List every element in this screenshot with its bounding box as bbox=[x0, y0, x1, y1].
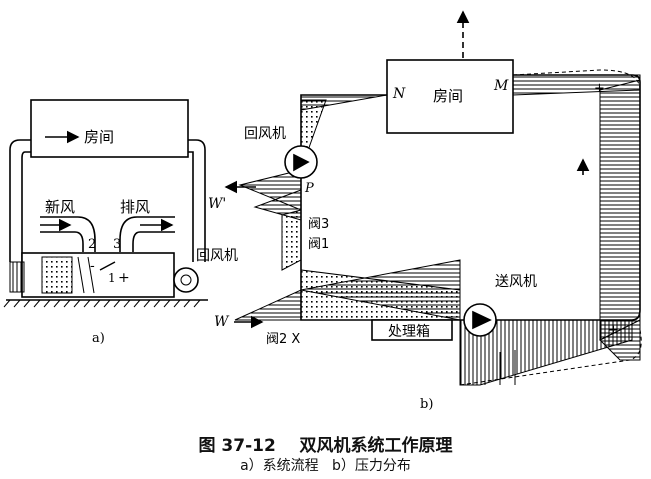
fresh-air-label: 新风 bbox=[45, 198, 75, 216]
p-label: P bbox=[304, 181, 314, 196]
pressure-exhaust-branch bbox=[253, 189, 302, 221]
handler-box-b bbox=[371, 319, 453, 341]
ground-hatch-a bbox=[3, 299, 201, 308]
figure-caption: 图 37-12 双风机系统工作原理 bbox=[0, 431, 651, 456]
exhaust-air-label: 排风 bbox=[120, 198, 150, 216]
plus-label-b2: + bbox=[608, 323, 619, 338]
pressure-supply-right bbox=[599, 319, 641, 361]
figure-subcaption: a）系统流程 b）压力分布 bbox=[0, 455, 651, 475]
ahu-coil-a bbox=[41, 256, 73, 294]
m-label: M bbox=[493, 78, 509, 94]
fresh-duct-inner-a bbox=[40, 231, 84, 252]
handler-label: 处理箱 bbox=[388, 324, 430, 340]
return-fan-arrow-b bbox=[293, 153, 310, 172]
return-fan-label-a: 回风机 bbox=[196, 248, 238, 264]
room-box-b bbox=[386, 59, 514, 134]
supply-fan-label: 送风机 bbox=[495, 274, 537, 290]
subcaption-a: a）系统流程 bbox=[240, 458, 319, 474]
minus-label-a: - bbox=[90, 258, 95, 274]
valve1-label: 阀1 bbox=[308, 237, 329, 252]
ahu-filter-a bbox=[77, 256, 95, 294]
room-box-a bbox=[30, 99, 189, 158]
damper1-label: 1 bbox=[108, 271, 116, 285]
pressure-handler bbox=[300, 259, 461, 321]
ahu-supply-fan-a bbox=[9, 261, 25, 293]
exhaust-duct-a bbox=[119, 216, 175, 252]
pressure-dashed-bottom bbox=[459, 329, 642, 386]
panel-a-label: a) bbox=[92, 331, 105, 346]
damper1-a bbox=[99, 261, 116, 271]
w-prime-label: W' bbox=[208, 196, 226, 212]
pressure-supply-riser bbox=[599, 79, 641, 341]
n-label: N bbox=[392, 86, 406, 102]
figure-number: 图 37-12 bbox=[198, 436, 276, 456]
fresh-duct-a bbox=[40, 216, 96, 252]
pressure-outside-wedge bbox=[234, 289, 302, 321]
subcaption-b: b）压力分布 bbox=[332, 458, 411, 474]
duct-left-a bbox=[9, 139, 31, 262]
supply-fan-arrow-b bbox=[472, 310, 492, 330]
plus-label-b1: + bbox=[594, 81, 605, 96]
damper3-label: 3 bbox=[113, 237, 121, 252]
duct-right-inner-a bbox=[188, 151, 194, 262]
figure-title: 双风机系统工作原理 bbox=[299, 436, 453, 456]
duct-right-a bbox=[188, 139, 206, 262]
duct-left-inner-a bbox=[21, 151, 31, 262]
return-fan-label-b: 回风机 bbox=[244, 126, 286, 142]
valve2x-label: 阀2 X bbox=[266, 332, 300, 347]
return-fan-hub-a bbox=[180, 274, 192, 286]
exhaust-duct-inner-a bbox=[132, 231, 175, 252]
panel-b-label: b) bbox=[420, 397, 433, 412]
w-label: W bbox=[214, 314, 230, 330]
plus-label-a: + bbox=[118, 270, 130, 286]
panel-b bbox=[224, 10, 642, 386]
room-label-b: 房间 bbox=[433, 87, 463, 105]
damper2-label: 2 bbox=[88, 237, 96, 252]
pressure-dashed-top bbox=[512, 69, 641, 91]
panel-a bbox=[3, 99, 208, 308]
valve3-label: 阀3 bbox=[308, 217, 329, 232]
supply-ticks bbox=[484, 350, 516, 385]
room-label-a: 房间 bbox=[84, 128, 114, 146]
